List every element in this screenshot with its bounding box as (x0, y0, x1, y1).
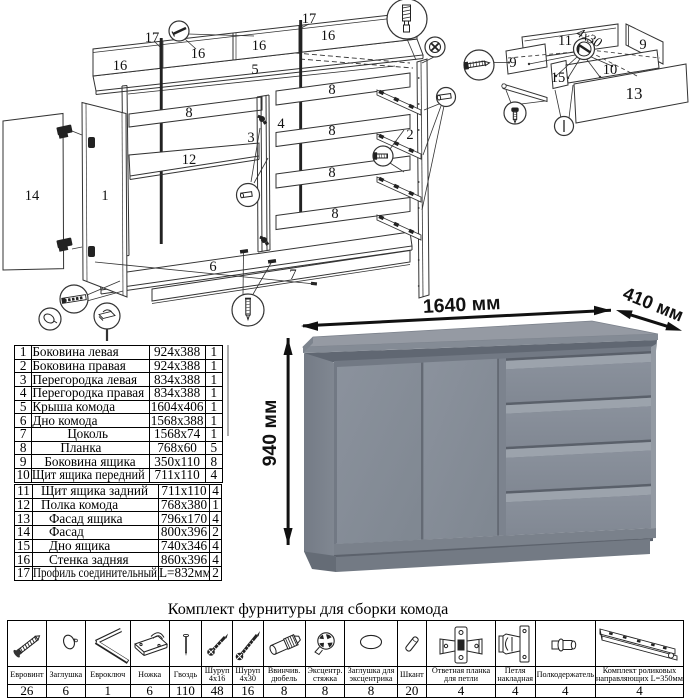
svg-text:16: 16 (113, 58, 128, 74)
svg-text:7: 7 (289, 267, 296, 283)
svg-text:8: 8 (328, 123, 335, 139)
svg-text:8: 8 (185, 105, 192, 121)
svg-text:1640 мм: 1640 мм (422, 292, 501, 318)
svg-text:16: 16 (321, 28, 336, 44)
svg-text:5: 5 (251, 62, 258, 78)
svg-text:17: 17 (302, 11, 317, 27)
svg-text:13: 13 (626, 84, 643, 103)
svg-text:16: 16 (191, 46, 206, 62)
svg-text:8: 8 (328, 165, 335, 181)
svg-text:11: 11 (558, 33, 572, 49)
svg-text:2: 2 (406, 127, 413, 143)
svg-text:12: 12 (182, 152, 197, 168)
svg-text:1: 1 (101, 188, 108, 204)
svg-text:15: 15 (551, 70, 566, 86)
svg-text:940 мм: 940 мм (259, 400, 281, 467)
svg-text:9: 9 (639, 37, 646, 53)
svg-text:9: 9 (509, 55, 516, 71)
svg-text:14: 14 (25, 188, 40, 204)
svg-text:6: 6 (209, 259, 216, 275)
svg-text:410 мм: 410 мм (620, 282, 687, 325)
svg-text:3: 3 (247, 130, 254, 146)
svg-text:8: 8 (328, 82, 335, 98)
svg-text:16: 16 (252, 38, 267, 54)
svg-text:10: 10 (603, 62, 618, 78)
svg-text:8: 8 (331, 206, 338, 222)
svg-text:17: 17 (145, 30, 160, 46)
svg-text:4: 4 (277, 116, 285, 132)
